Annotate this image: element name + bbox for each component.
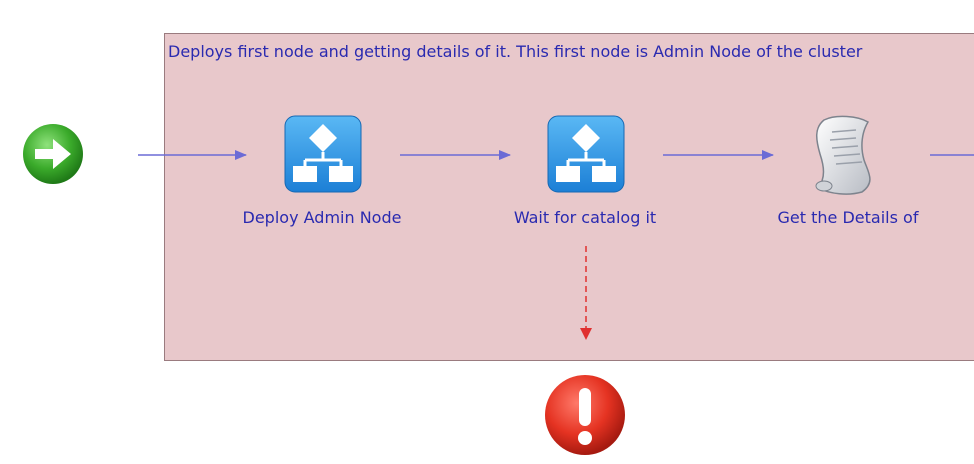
node-label-get-details: Get the Details of [777,208,919,227]
group-element[interactable] [164,33,974,361]
workflow-icon [284,115,362,193]
wait-for-catalog-item[interactable] [546,114,626,198]
get-details-item[interactable] [806,112,882,202]
node-label-wait-for-catalog: Wait for catalog it [513,208,657,227]
error-end-node[interactable] [542,372,628,462]
node-label-deploy-admin: Deploy Admin Node [242,208,402,227]
scriptable-task-icon [815,115,871,195]
group-comment: Deploys first node and getting details o… [168,42,863,61]
start-node[interactable] [21,122,85,190]
workflow-icon [547,115,625,193]
start-arrow-icon [23,124,83,184]
exception-icon [545,375,625,455]
error-arrowhead [580,328,592,340]
deploy-admin-node-item[interactable] [283,114,363,198]
